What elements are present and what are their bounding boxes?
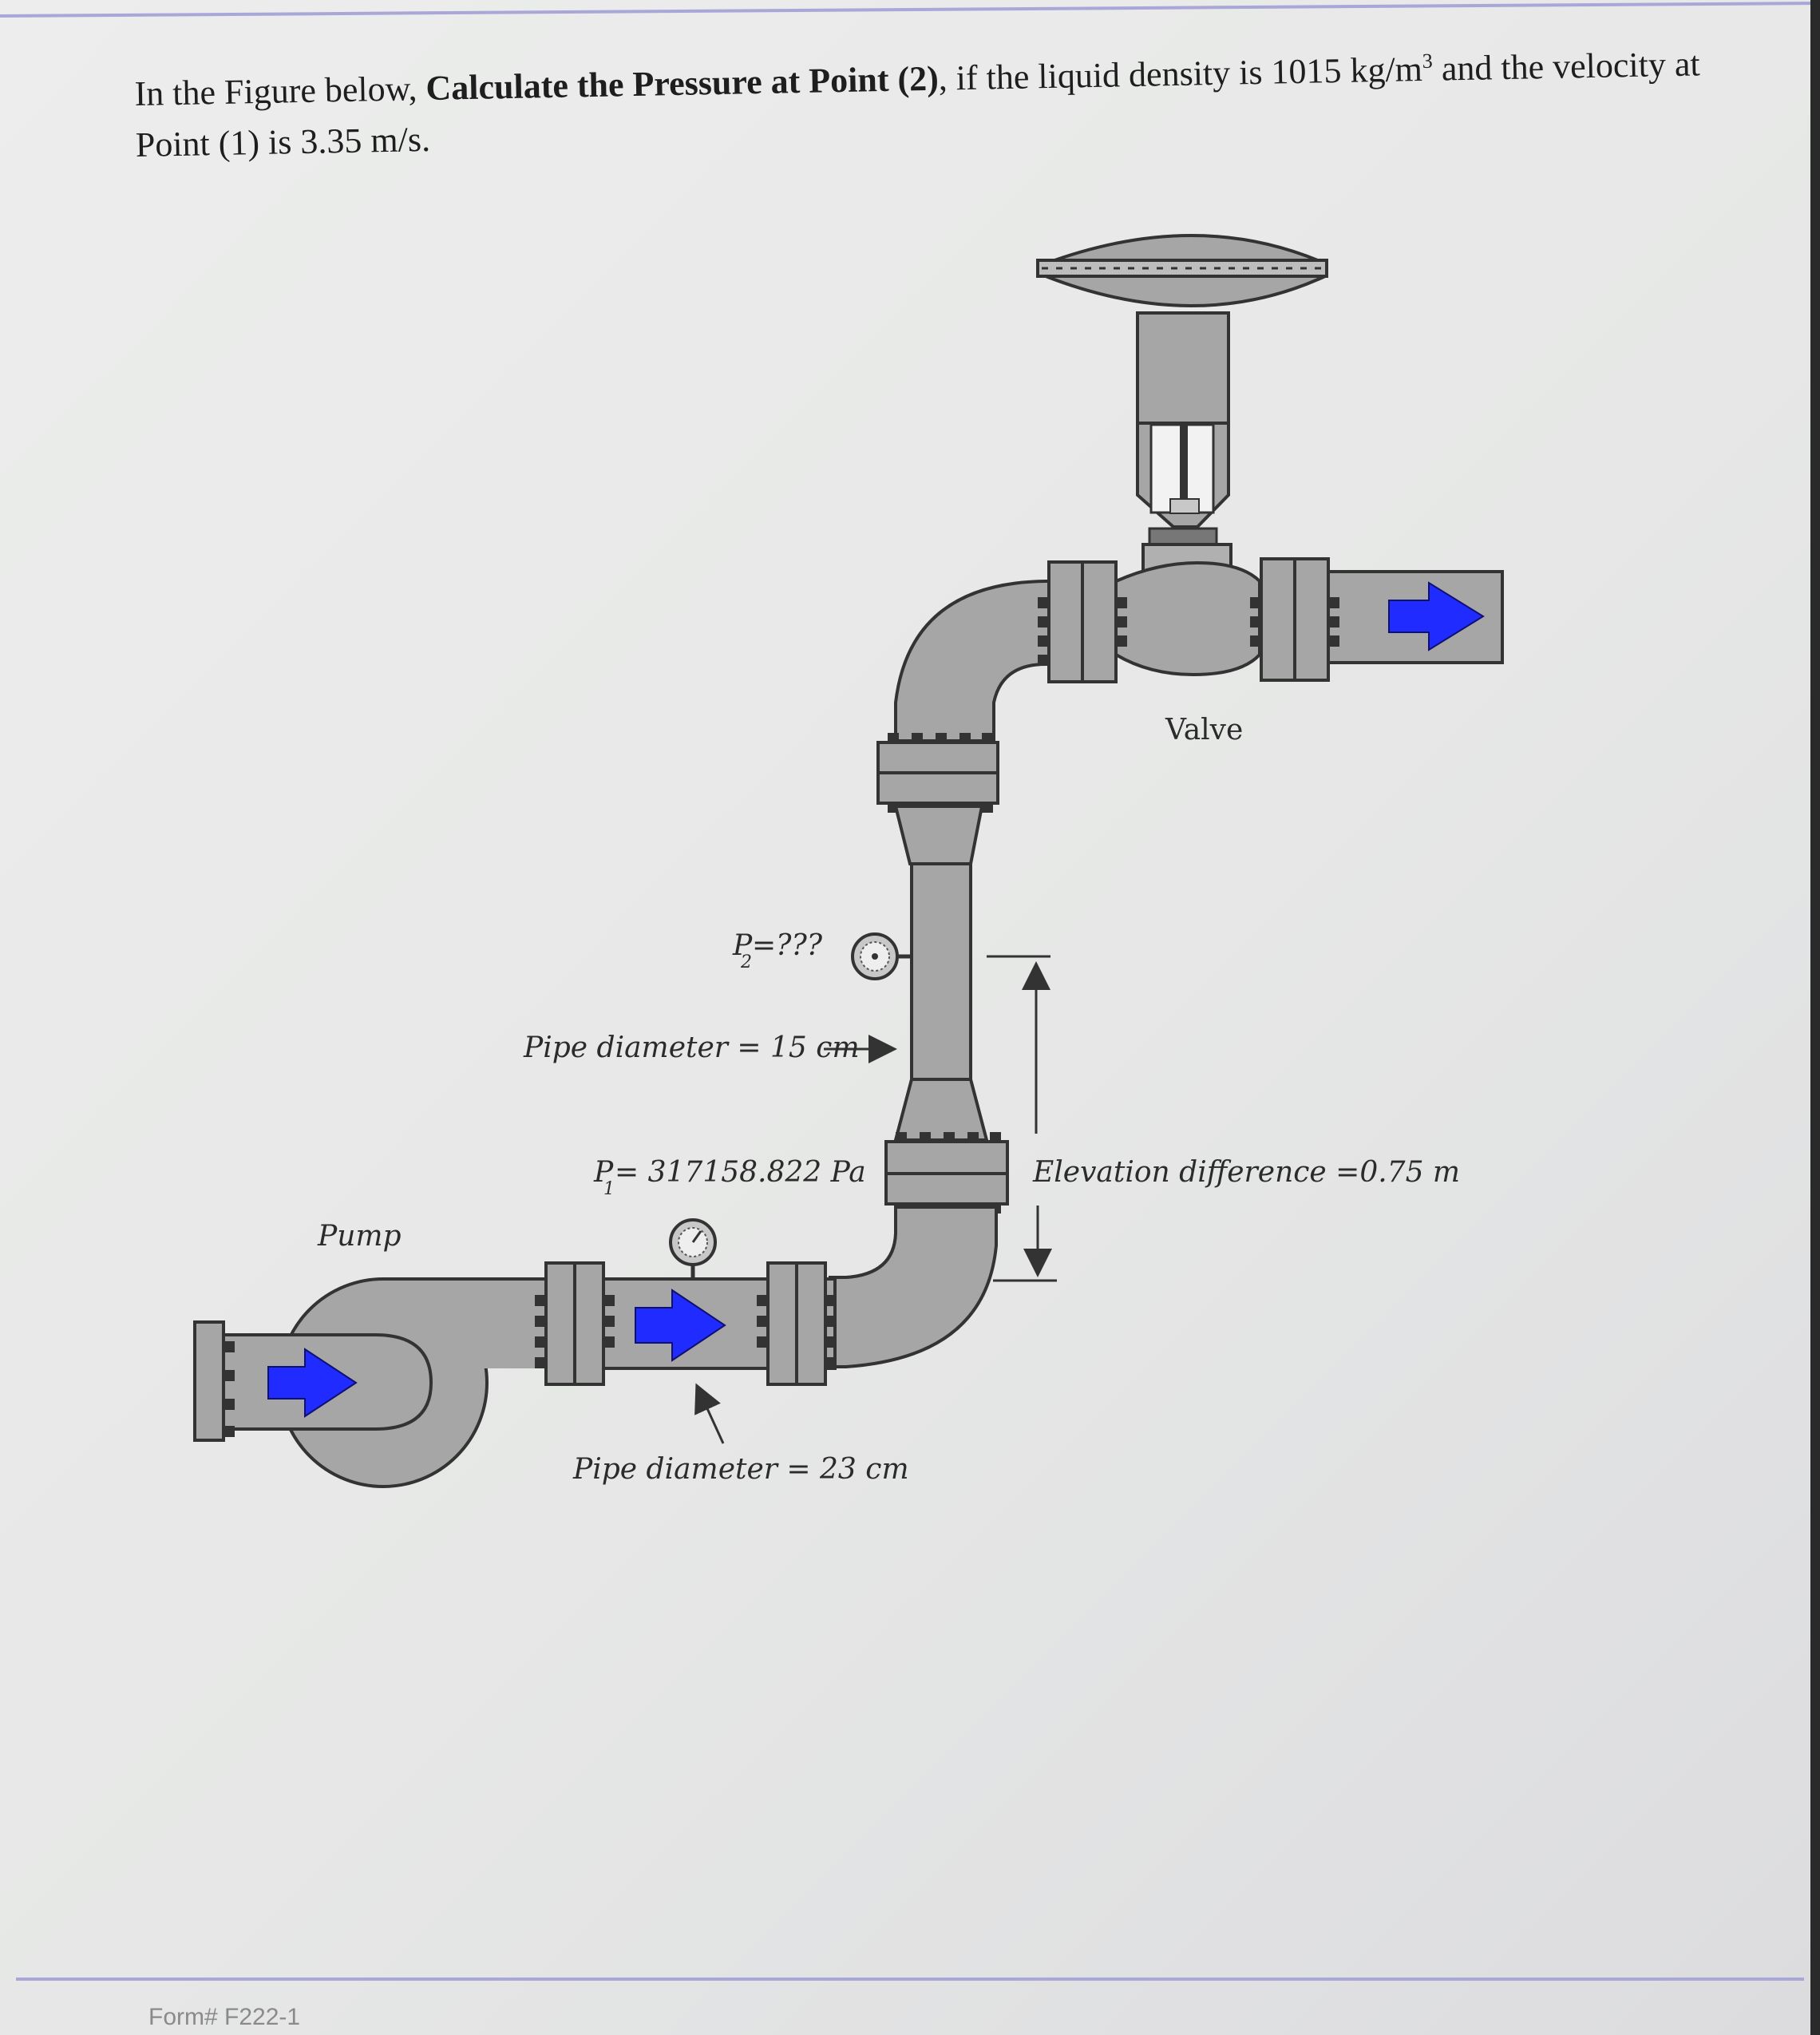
reducer-lower: [884, 1078, 1009, 1213]
pipe-large-pointer: [694, 1383, 725, 1444]
p2-symbol: P: [732, 929, 753, 962]
p2-value: =???: [752, 929, 823, 962]
top-border-line: [0, 2, 1820, 18]
p2-subscript: 2: [740, 952, 752, 972]
p1-label: P 1 = 317158.822 Pa: [593, 1156, 866, 1199]
p1-subscript: 1: [603, 1179, 615, 1199]
flow-arrow-outlet: [1388, 581, 1485, 651]
pressure-gauge-1: [669, 1218, 717, 1279]
pipe-diameter-small-label: Pipe diameter = 15 cm: [523, 1031, 860, 1064]
form-number: Form# F222-1: [148, 2004, 301, 2030]
elevation-difference-label: Elevation difference =0.75 m: [1032, 1156, 1460, 1189]
elevation-dimension: [987, 955, 1057, 1282]
screen-edge: [1810, 0, 1820, 2035]
flow-arrow-suction: [267, 1348, 358, 1418]
flow-arrow-discharge: [635, 1289, 726, 1362]
pressure-gauge-2: [851, 932, 912, 980]
bottom-border-line: [16, 1978, 1804, 1981]
pipe-diameter-large-label: Pipe diameter = 23 cm: [572, 1453, 909, 1486]
p1-symbol: P: [593, 1156, 614, 1189]
valve-label: Valve: [1165, 714, 1243, 746]
p2-label: P 2 =???: [732, 929, 823, 972]
large-diameter-pipe: [535, 1261, 837, 1386]
lower-elbow: [829, 1206, 998, 1368]
small-diameter-pipe: [910, 862, 972, 1081]
reducer-upper: [876, 733, 999, 865]
valve-actuator: [1036, 234, 1328, 578]
pump: [193, 1277, 560, 1488]
pump-label: Pump: [317, 1220, 402, 1253]
p1-value: = 317158.822 Pa: [615, 1156, 866, 1189]
